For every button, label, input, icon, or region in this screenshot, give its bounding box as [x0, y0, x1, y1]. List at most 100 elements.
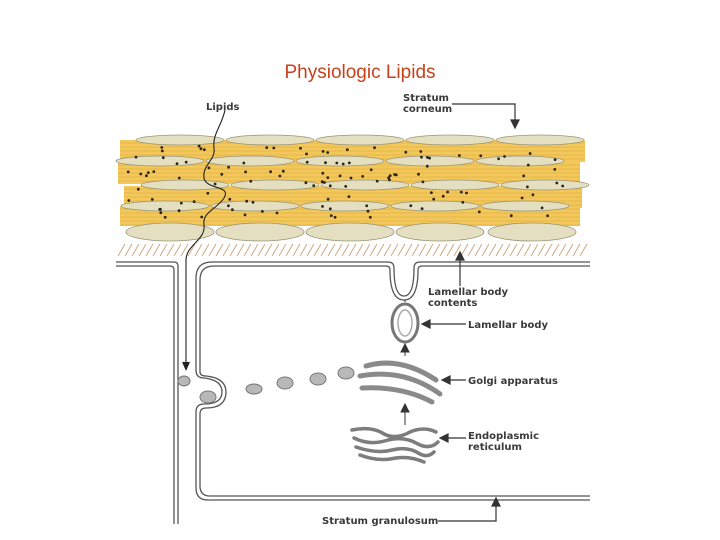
lipid-dot: [245, 199, 249, 203]
corneocyte-disc: [300, 200, 390, 212]
hatch-fringe: [117, 243, 588, 257]
cell-membranes: [116, 261, 590, 524]
hatch-line: [257, 243, 266, 257]
lipid-pathway-arrowhead: [182, 362, 190, 371]
lipid-dot: [335, 161, 339, 165]
hatch-line: [516, 243, 525, 257]
hatch-line: [222, 243, 231, 257]
lipid-dot: [561, 184, 565, 188]
flow-arrows: [400, 300, 410, 425]
lipid-dot: [375, 179, 379, 183]
hatch-line: [558, 243, 567, 257]
label-stratum-granulosum: Stratum granulosum: [322, 516, 438, 527]
lipid-dot: [207, 166, 211, 170]
lipid-dot: [152, 170, 156, 174]
lipid-dot: [200, 215, 204, 219]
hatch-line: [446, 243, 455, 257]
lipid-dot: [324, 161, 327, 165]
lipid-dot: [347, 161, 351, 165]
label-lamellar-contents-line2: contents: [428, 298, 477, 309]
lipid-dot: [323, 181, 326, 184]
corneocyte-disc: [405, 134, 495, 146]
hatch-line: [474, 243, 483, 257]
corneocyte-disc: [410, 179, 500, 191]
hatch-line: [509, 243, 518, 257]
hatch-line: [187, 243, 196, 257]
hatch-line: [159, 243, 168, 257]
hatch-line: [348, 243, 357, 257]
lipid-dot: [393, 173, 396, 176]
lamellar-body: [390, 302, 420, 344]
lipid-dot: [526, 185, 529, 189]
corneocytes: [115, 134, 590, 242]
lipid-dot: [328, 207, 332, 211]
hatch-line: [355, 243, 364, 257]
lipid-dot: [349, 176, 353, 180]
hatch-line: [453, 243, 462, 257]
lipid-dot: [160, 149, 164, 153]
corneocyte-disc: [210, 200, 300, 212]
label-golgi-apparatus: Golgi apparatus: [468, 376, 558, 387]
lipid-dot: [329, 214, 333, 218]
lipid-dot: [192, 200, 196, 204]
hatch-line: [117, 243, 126, 257]
lipid-dot: [272, 146, 276, 150]
lipid-dot: [421, 180, 425, 184]
lipid-dot: [531, 193, 535, 197]
hatch-line: [467, 243, 476, 257]
lipid-dot: [244, 170, 248, 174]
lipid-dot: [150, 198, 154, 201]
hatch-line: [411, 243, 420, 257]
lipid-dot: [369, 168, 373, 172]
lipid-dot: [184, 160, 188, 164]
hatch-line: [425, 243, 434, 257]
lipid-dot: [333, 215, 337, 219]
hatch-line: [523, 243, 532, 257]
corneocyte-disc: [225, 134, 315, 146]
lipid-dot: [426, 156, 429, 159]
hatch-line: [250, 243, 259, 257]
endoplasmic-reticulum: [350, 426, 440, 464]
corneocyte-disc: [230, 179, 320, 191]
corneocyte-disc: [115, 155, 205, 167]
lipid-dot: [278, 174, 282, 178]
hatch-line: [131, 243, 140, 257]
lipid-dot: [388, 178, 391, 182]
lipid-dot: [520, 196, 524, 200]
lipid-dot: [430, 191, 433, 195]
hatch-line: [299, 243, 308, 257]
lipid-dot: [338, 174, 342, 178]
hatch-line: [173, 243, 182, 257]
corneocyte-disc: [305, 222, 395, 242]
label-stratum-corneum-line2: corneum: [403, 104, 452, 115]
corneocyte-disc: [295, 155, 385, 167]
lipid-dot: [420, 155, 423, 159]
corneocyte-disc: [390, 200, 480, 212]
lipid-dot: [368, 215, 372, 219]
page-title: Physiologic Lipids: [284, 62, 436, 83]
lipid-dot: [206, 191, 210, 195]
lipid-dot: [546, 214, 549, 218]
label-lipids: Lipids: [206, 102, 240, 113]
lipid-dot: [553, 168, 557, 171]
lipid-dot: [126, 170, 130, 174]
hatch-line: [481, 243, 490, 257]
lipid-dot: [249, 179, 253, 183]
lipid-dot: [227, 165, 231, 169]
lipid-dot: [320, 180, 324, 184]
lipid-dot: [179, 201, 183, 205]
golgi-apparatus: [357, 360, 443, 405]
hatch-line: [306, 243, 315, 257]
lipid-dot: [326, 176, 330, 180]
corneocyte-disc: [125, 222, 215, 242]
lipid-dot: [146, 171, 150, 175]
lipid-dot: [251, 200, 255, 204]
hatch-line: [383, 243, 392, 257]
hatch-line: [285, 243, 294, 257]
lipid-dot: [321, 150, 325, 153]
lipid-dot: [477, 210, 481, 214]
hatch-line: [243, 243, 252, 257]
lipid-dot: [425, 164, 429, 168]
lipid-dot: [243, 213, 247, 217]
hatch-line: [565, 243, 574, 257]
